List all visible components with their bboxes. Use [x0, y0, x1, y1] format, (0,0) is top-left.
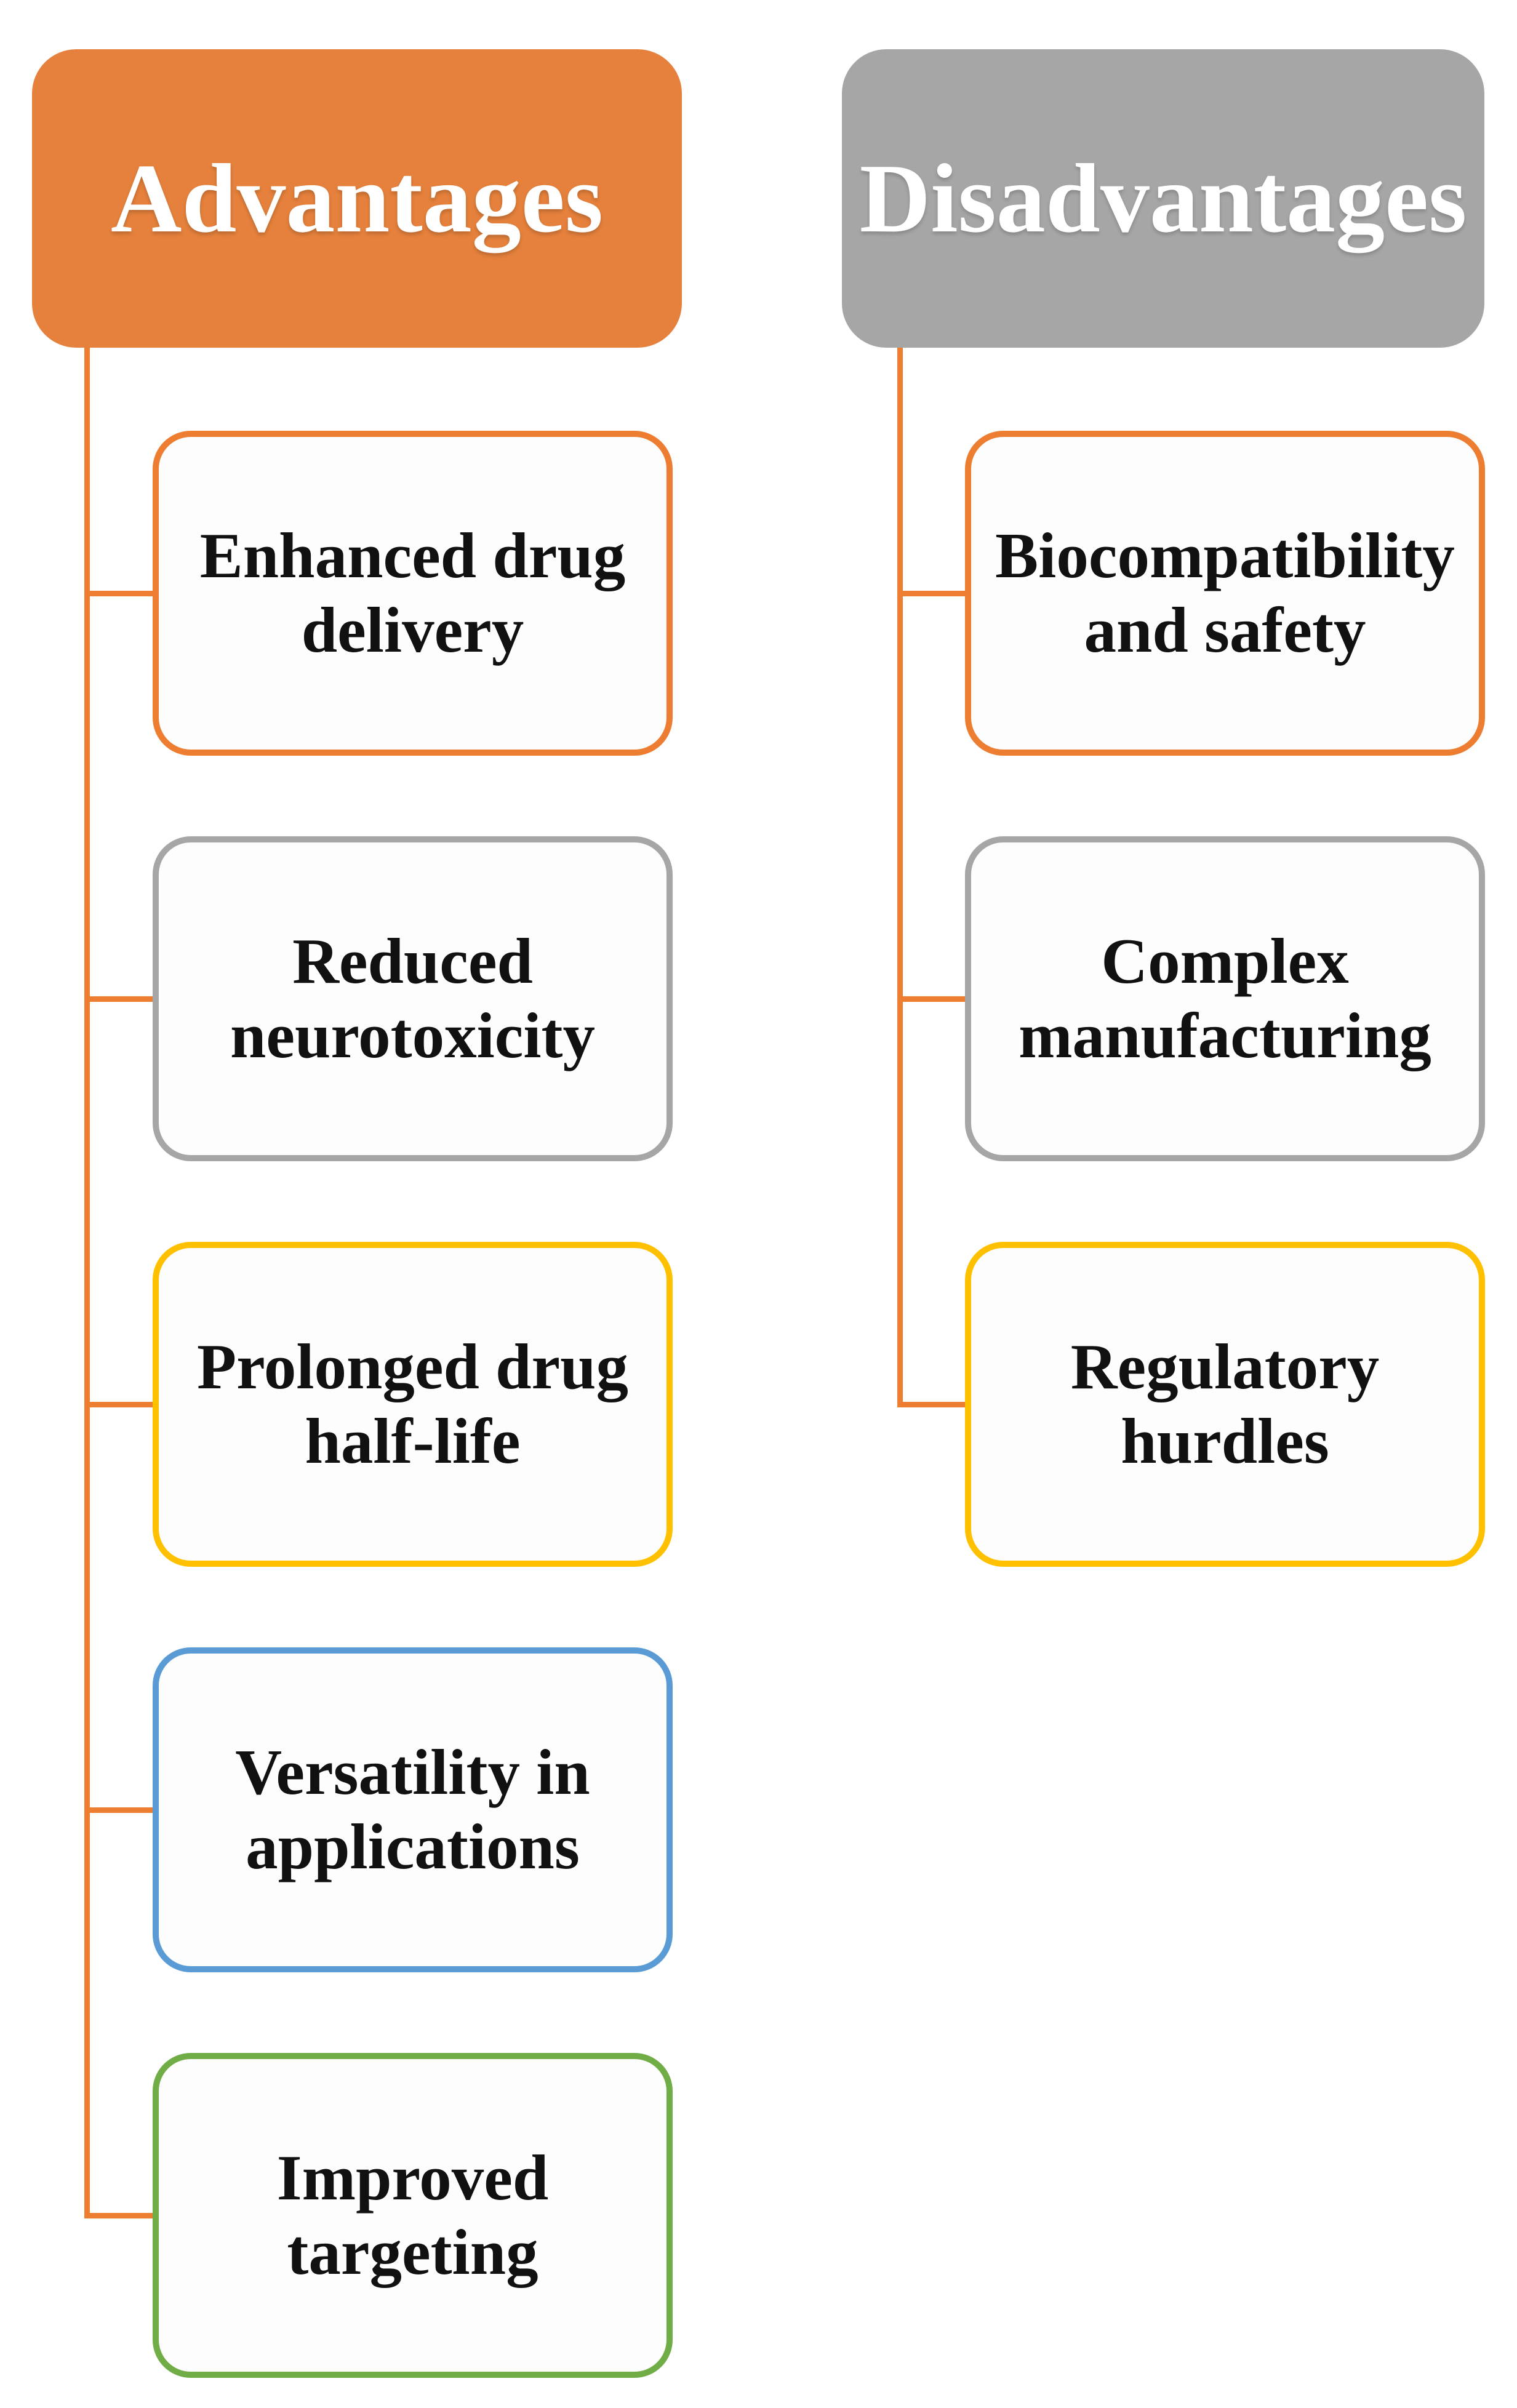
- advantages-node-0: Enhanced drug delivery: [153, 431, 673, 756]
- advantages-header-label: Advantages: [110, 143, 604, 253]
- advantages-node-4: Improved targeting: [153, 2053, 673, 2378]
- advantages-node-3: Versatility in applications: [153, 1647, 673, 1972]
- advantages-header: Advantages: [32, 49, 682, 348]
- disadvantages-connector-stub: [897, 996, 965, 1002]
- advantages-node-1: Reduced neurotoxicity: [153, 836, 673, 1161]
- diagram-node-label: Prolonged drug half-life: [196, 1330, 629, 1477]
- disadvantages-header-label: Disadvantages: [859, 143, 1467, 253]
- diagram-node-label: Complex manufacturing: [1019, 925, 1431, 1071]
- disadvantages-connector-trunk: [897, 348, 903, 1407]
- disadvantages-connector-stub: [897, 590, 965, 596]
- advantages-connector-stub: [84, 1807, 153, 1813]
- disadvantages-node-2: Regulatory hurdles: [965, 1242, 1485, 1567]
- diagram-node-label: Biocompatibility and safety: [995, 519, 1455, 666]
- disadvantages-node-0: Biocompatibility and safety: [965, 431, 1485, 756]
- advantages-connector-stub: [84, 1401, 153, 1407]
- diagram-node-label: Enhanced drug delivery: [199, 519, 626, 666]
- advantages-node-2: Prolonged drug half-life: [153, 1242, 673, 1567]
- advantages-connector-stub: [84, 2212, 153, 2218]
- diagram-node-label: Versatility in applications: [235, 1736, 590, 1882]
- advantages-connector-stub: [84, 590, 153, 596]
- advantages-connector-stub: [84, 996, 153, 1002]
- diagram-node-label: Regulatory hurdles: [1070, 1330, 1380, 1477]
- advantages-connector-trunk: [84, 348, 90, 2218]
- diagram-node-label: Reduced neurotoxicity: [230, 925, 595, 1071]
- disadvantages-header: Disadvantages: [842, 49, 1484, 348]
- disadvantages-node-1: Complex manufacturing: [965, 836, 1485, 1161]
- disadvantages-connector-stub: [897, 1401, 965, 1407]
- diagram-node-label: Improved targeting: [276, 2142, 549, 2288]
